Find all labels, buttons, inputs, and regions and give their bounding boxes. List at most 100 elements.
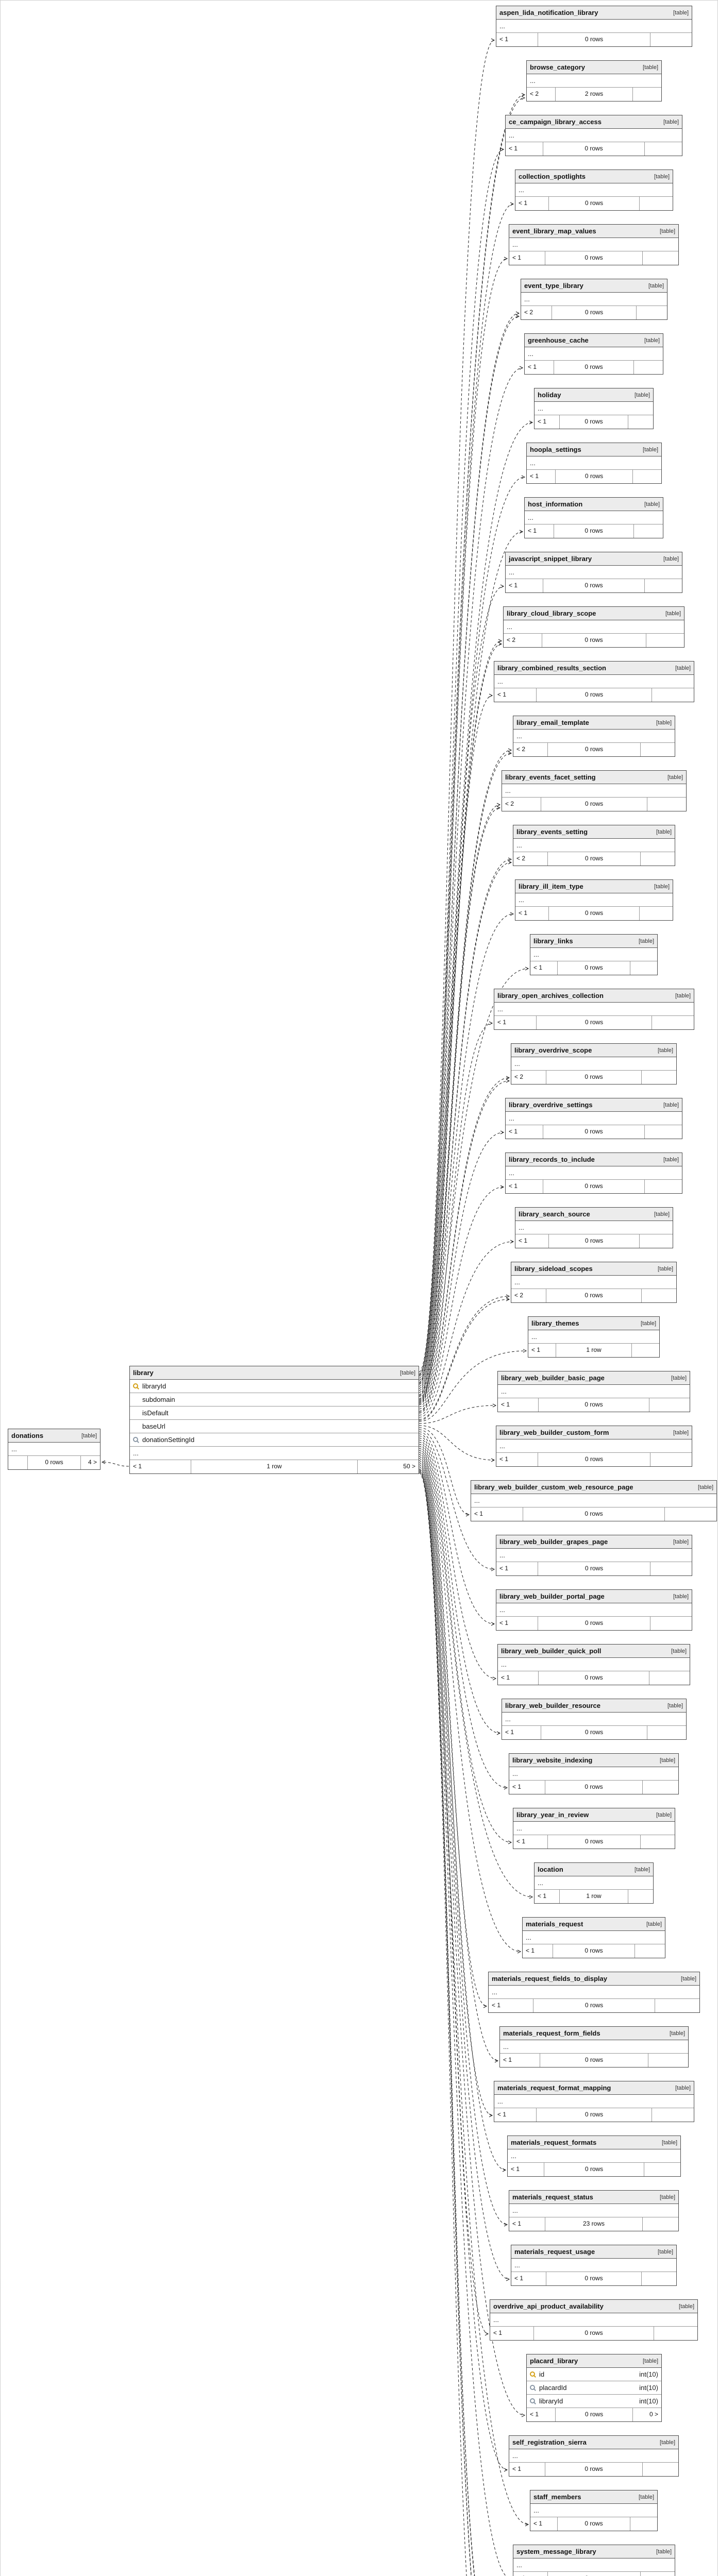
table-name[interactable]: library_web_builder_basic_page xyxy=(501,1374,605,1382)
table-name[interactable]: library_web_builder_custom_form xyxy=(499,1429,609,1436)
table-name[interactable]: library_sideload_scopes xyxy=(514,1265,593,1273)
table-name[interactable]: library_web_builder_grapes_page xyxy=(499,1538,608,1546)
table-name[interactable]: library xyxy=(133,1369,154,1377)
table-name[interactable]: staff_members xyxy=(533,2493,581,2501)
table-name[interactable]: event_type_library xyxy=(524,282,583,290)
table-name[interactable]: library_combined_results_section xyxy=(497,664,606,672)
table-node-overdrive_api_product_availability[interactable]: overdrive_api_product_availability[table… xyxy=(490,2299,698,2341)
table-name[interactable]: library_cloud_library_scope xyxy=(507,609,596,617)
table-name[interactable]: self_registration_sierra xyxy=(512,2438,587,2446)
child-count xyxy=(652,688,694,702)
table-name[interactable]: library_ill_item_type xyxy=(519,883,583,890)
table-name[interactable]: materials_request_fields_to_display xyxy=(492,1975,607,1982)
table-node-materials_request_fields_to_display[interactable]: materials_request_fields_to_display[tabl… xyxy=(488,1972,700,2013)
table-name[interactable]: materials_request_format_mapping xyxy=(497,2084,611,2092)
table-name[interactable]: event_library_map_values xyxy=(512,227,596,235)
table-name[interactable]: donations xyxy=(11,1432,44,1439)
table-name[interactable]: library_web_builder_quick_poll xyxy=(501,1647,602,1655)
table-node-library[interactable]: library [table] libraryId subdomain isDe… xyxy=(129,1366,419,1474)
table-name[interactable]: library_website_indexing xyxy=(512,1756,593,1764)
table-node-library_web_builder_grapes_page[interactable]: library_web_builder_grapes_page[table]..… xyxy=(496,1535,692,1576)
table-node-library_cloud_library_scope[interactable]: library_cloud_library_scope[table]...< 2… xyxy=(503,606,684,648)
table-name[interactable]: host_information xyxy=(528,500,583,508)
table-name[interactable]: collection_spotlights xyxy=(519,173,586,180)
table-name[interactable]: library_search_source xyxy=(519,1210,590,1218)
table-name[interactable]: materials_request_status xyxy=(512,2193,593,2201)
table-name[interactable]: library_links xyxy=(533,937,573,945)
table-name[interactable]: library_open_archives_collection xyxy=(497,992,604,999)
table-name[interactable]: hoopla_settings xyxy=(530,446,581,453)
table-node-library_web_builder_custom_form[interactable]: library_web_builder_custom_form[table]..… xyxy=(496,1426,692,1467)
table-node-library_web_builder_portal_page[interactable]: library_web_builder_portal_page[table]..… xyxy=(496,1589,692,1631)
table-name[interactable]: greenhouse_cache xyxy=(528,336,589,344)
table-node-library_web_builder_basic_page[interactable]: library_web_builder_basic_page[table]...… xyxy=(497,1371,690,1412)
table-name[interactable]: library_events_setting xyxy=(516,828,588,836)
table-name[interactable]: placard_library xyxy=(530,2357,578,2365)
table-name[interactable]: library_themes xyxy=(531,1319,579,1327)
table-name[interactable]: overdrive_api_product_availability xyxy=(493,2302,604,2310)
table-node-library_open_archives_collection[interactable]: library_open_archives_collection[table].… xyxy=(494,989,694,1030)
table-name[interactable]: browse_category xyxy=(530,63,585,71)
table-name[interactable]: materials_request_form_fields xyxy=(503,2029,600,2037)
table-name[interactable]: materials_request xyxy=(526,1920,583,1928)
table-node-system_message_library[interactable]: system_message_library[table]...< 10 row… xyxy=(513,2545,675,2576)
table-name[interactable]: library_overdrive_settings xyxy=(509,1101,593,1109)
table-name[interactable]: library_year_in_review xyxy=(516,1811,589,1819)
table-name[interactable]: library_overdrive_scope xyxy=(514,1046,592,1054)
table-node-aspen_lida_notification_library[interactable]: aspen_lida_notification_library[table]..… xyxy=(496,6,692,47)
table-name[interactable]: aspen_lida_notification_library xyxy=(499,9,598,16)
table-name[interactable]: library_web_builder_portal_page xyxy=(499,1592,605,1600)
table-node-library_events_facet_setting[interactable]: library_events_facet_setting[table]...< … xyxy=(502,770,687,811)
table-name[interactable]: location xyxy=(538,1866,563,1873)
table-name[interactable]: materials_request_formats xyxy=(511,2139,597,2146)
table-node-library_combined_results_section[interactable]: library_combined_results_section[table].… xyxy=(494,661,694,702)
table-name[interactable]: library_web_builder_resource xyxy=(505,1702,600,1709)
table-name[interactable]: library_email_template xyxy=(516,719,589,726)
table-node-library_web_builder_resource[interactable]: library_web_builder_resource[table]...< … xyxy=(502,1699,687,1740)
table-name[interactable]: ce_campaign_library_access xyxy=(509,118,602,126)
table-name[interactable]: holiday xyxy=(538,391,561,399)
table-node-materials_request_form_fields[interactable]: materials_request_form_fields[table]...<… xyxy=(499,2026,689,2067)
table-node-library_web_builder_custom_web_resource_page[interactable]: library_web_builder_custom_web_resource_… xyxy=(471,1480,717,1521)
table-name[interactable]: library_events_facet_setting xyxy=(505,773,596,781)
table-name[interactable]: system_message_library xyxy=(516,2548,596,2555)
table-node-donations[interactable]: donations [table] ... 0 rows 4 > xyxy=(8,1429,101,1470)
table-name[interactable]: library_web_builder_custom_web_resource_… xyxy=(474,1483,633,1491)
table-node-materials_request_format_mapping[interactable]: materials_request_format_mapping[table].… xyxy=(494,2081,694,2122)
table-name[interactable]: javascript_snippet_library xyxy=(509,555,592,563)
table-node-library_web_builder_quick_poll[interactable]: library_web_builder_quick_poll[table]...… xyxy=(497,1644,690,1685)
table-name[interactable]: library_records_to_include xyxy=(509,1156,595,1163)
table-name[interactable]: materials_request_usage xyxy=(514,2248,595,2256)
